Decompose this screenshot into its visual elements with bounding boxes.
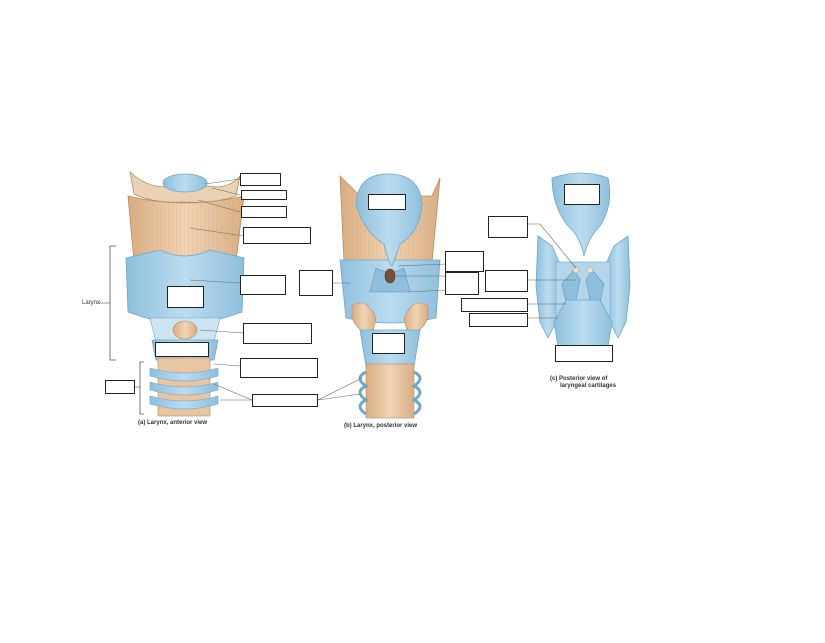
larynx-bracket xyxy=(109,245,116,361)
label-box-a9[interactable] xyxy=(240,358,318,378)
label-box-a2[interactable] xyxy=(241,190,287,200)
caption-b-text: Larynx, posterior view xyxy=(353,423,418,429)
label-box-a5[interactable] xyxy=(240,275,286,295)
cricothyroid-ligament xyxy=(172,320,198,340)
caption-c: (c) Posterior view of laryngeal cartilag… xyxy=(550,376,616,390)
caption-c-text-2: laryngeal cartilages xyxy=(560,383,617,389)
label-box-a1[interactable] xyxy=(240,173,281,186)
tracheal-cartilage-1 xyxy=(149,367,219,382)
arytenoid-left xyxy=(561,269,581,303)
caption-a: (a) Larynx, anterior view xyxy=(138,420,207,427)
label-box-c1[interactable] xyxy=(564,184,600,205)
caption-b-letter: (b) xyxy=(344,423,352,429)
leader-lines-c xyxy=(528,223,577,319)
caption-a-text: Larynx, anterior view xyxy=(147,420,208,426)
label-box-a7[interactable] xyxy=(243,323,312,344)
caption-a-letter: (a) xyxy=(138,420,146,426)
label-box-b4[interactable] xyxy=(445,272,479,295)
label-box-c5[interactable] xyxy=(469,313,528,327)
caption-b: (b) Larynx, posterior view xyxy=(344,423,417,430)
epiglottis-tip xyxy=(162,173,208,193)
corniculate-left xyxy=(572,266,580,274)
corniculate-cartilage xyxy=(384,268,396,284)
cricoid-cartilage-isolated xyxy=(553,299,613,347)
posterior-view xyxy=(317,173,447,419)
label-box-b2[interactable] xyxy=(445,251,484,272)
corniculate-right xyxy=(586,266,594,274)
caption-c-text-1: Posterior view of xyxy=(559,376,608,382)
label-box-c3[interactable] xyxy=(485,270,528,292)
label-box-a3[interactable] xyxy=(241,206,287,218)
label-box-a4[interactable] xyxy=(243,227,311,244)
label-box-b1[interactable] xyxy=(368,194,406,210)
tracheal-ring-left xyxy=(358,370,369,416)
tracheal-ring-right xyxy=(411,370,422,416)
label-box-b5[interactable] xyxy=(372,333,405,354)
larynx-label: Larynx xyxy=(82,300,101,306)
thyroid-cartilage-left xyxy=(535,235,561,339)
tracheal-cartilage-2 xyxy=(149,381,219,396)
label-box-a11[interactable] xyxy=(252,394,318,407)
label-box-c2[interactable] xyxy=(488,216,528,238)
arytenoid-right xyxy=(585,269,605,303)
thyrohyoid-striation xyxy=(134,200,236,260)
label-box-a10[interactable] xyxy=(105,380,135,394)
thyroid-cartilage-right xyxy=(605,235,631,339)
anterior-view xyxy=(98,170,253,417)
label-box-c4[interactable] xyxy=(461,298,528,312)
label-box-b3[interactable] xyxy=(299,270,333,296)
label-box-a8[interactable] xyxy=(155,342,209,357)
caption-c-letter: (c) xyxy=(550,376,558,382)
leader-lines-b xyxy=(317,263,447,401)
trachea-posterior xyxy=(365,363,415,419)
label-box-a6[interactable] xyxy=(167,286,204,308)
trachea-bracket xyxy=(139,361,144,415)
label-box-c6[interactable] xyxy=(555,345,613,362)
leader-lines-a xyxy=(186,178,253,401)
tracheal-cartilage-3 xyxy=(149,395,219,410)
